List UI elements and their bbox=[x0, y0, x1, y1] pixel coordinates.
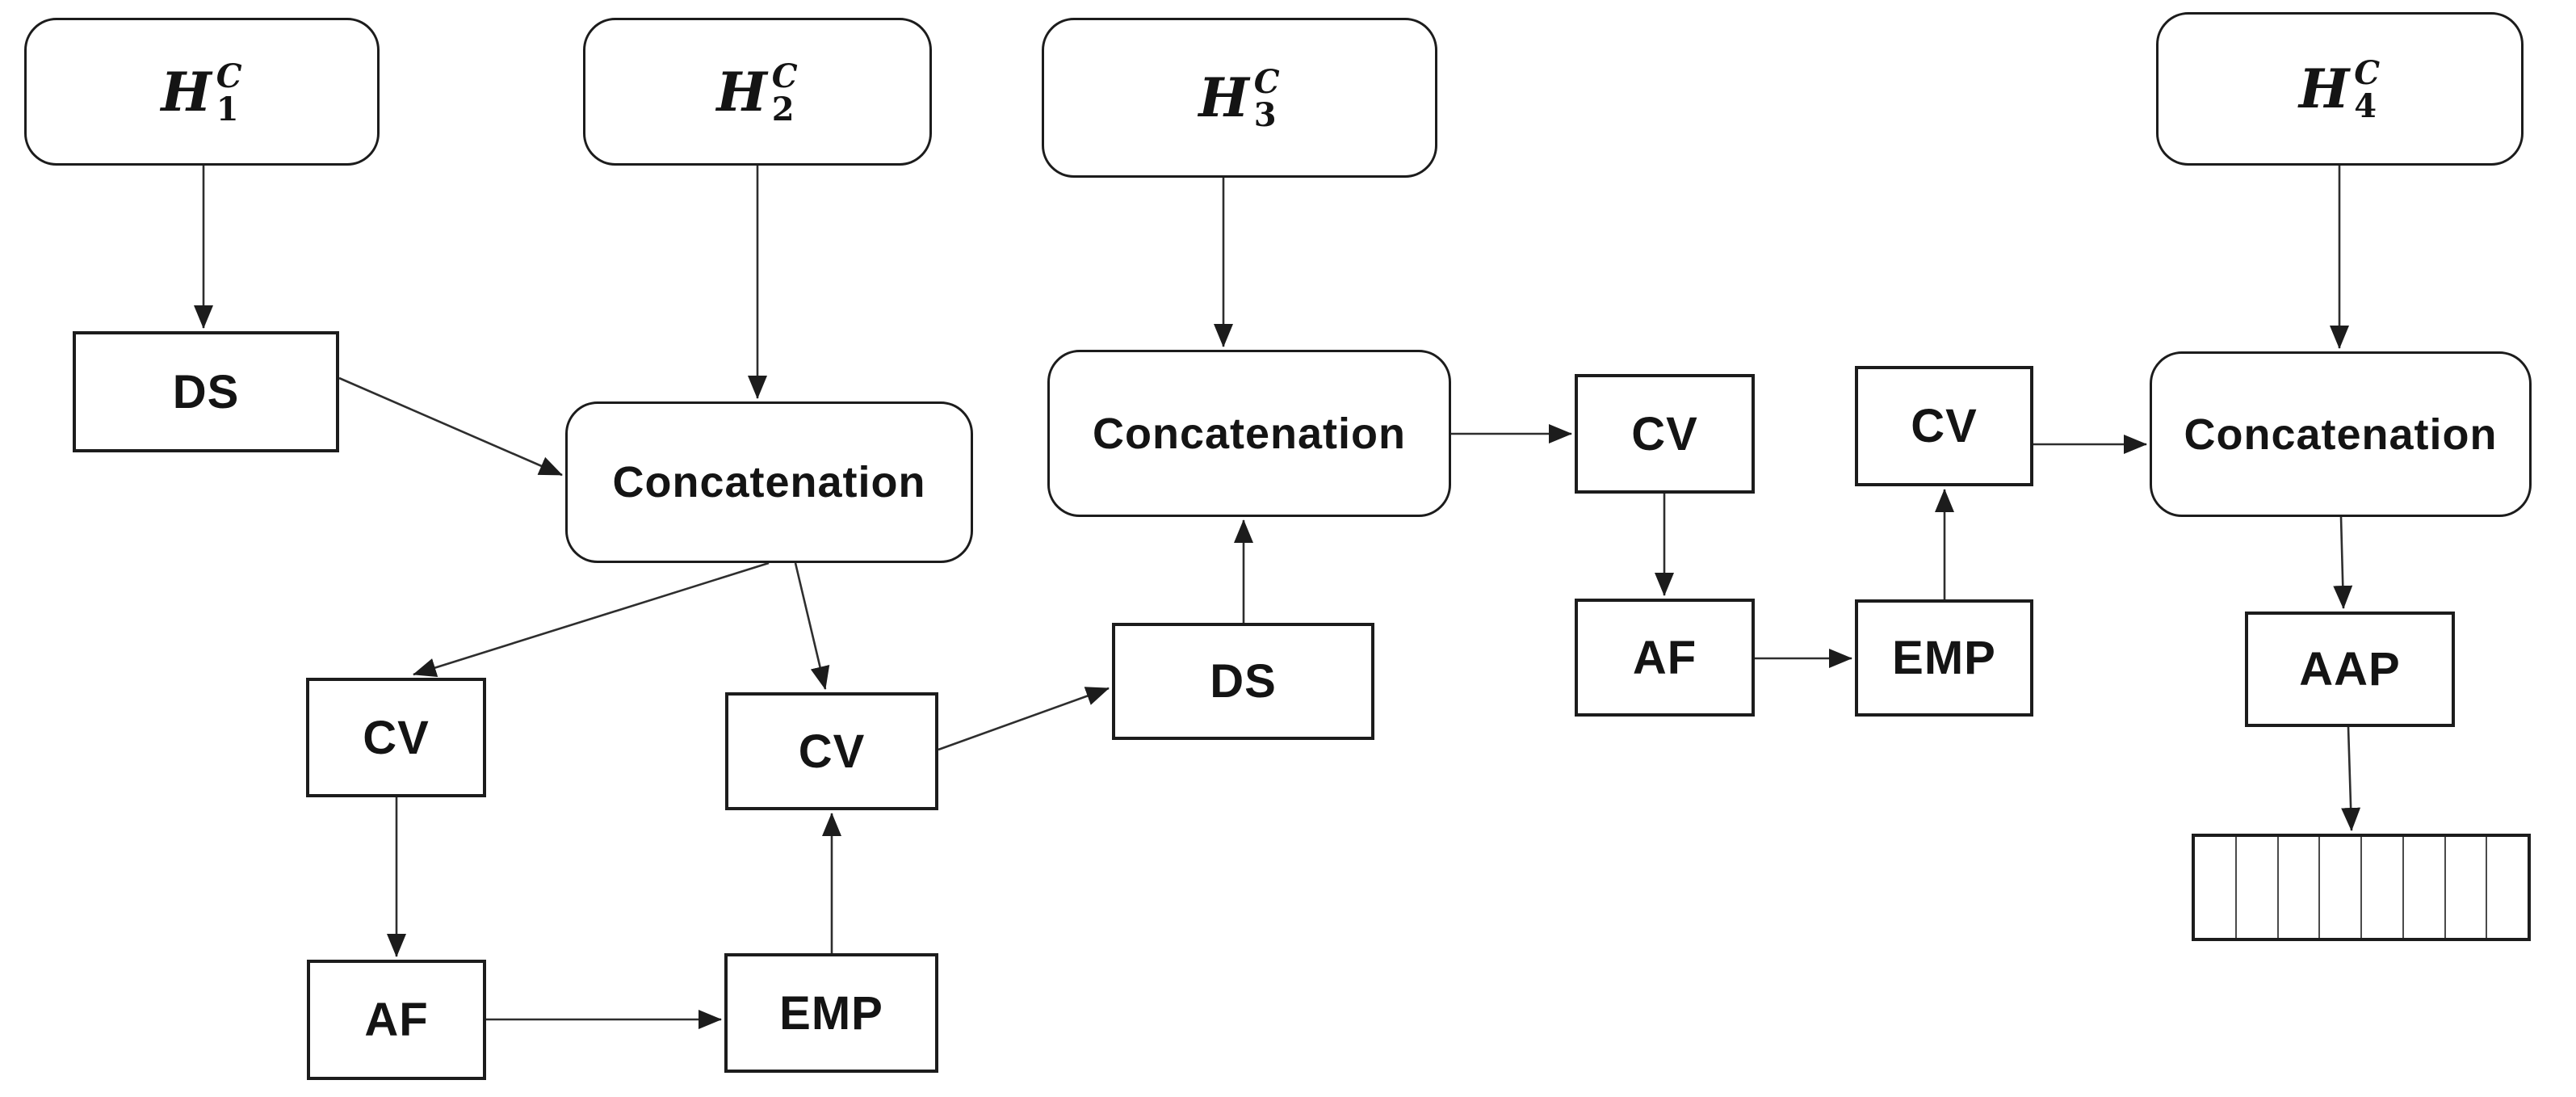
node-cv-mid: CV bbox=[725, 692, 938, 810]
vector-cells bbox=[2195, 837, 2528, 938]
node-label: Concatenation bbox=[612, 458, 926, 506]
arrow-concat4-to-aap bbox=[2333, 516, 2353, 609]
node-af-r: AF bbox=[1575, 599, 1755, 717]
arrow-concat2-to-cv-left bbox=[413, 561, 770, 678]
node-emp-r: EMP bbox=[1855, 599, 2033, 717]
vector-cell bbox=[2404, 837, 2446, 938]
node-label: CV bbox=[1631, 407, 1698, 460]
node-label: CV bbox=[363, 711, 430, 764]
node-cv-b: CV bbox=[1855, 366, 2033, 486]
node-concat4: Concatenation bbox=[2150, 351, 2532, 517]
node-ds2: DS bbox=[1112, 623, 1374, 740]
node-label: AF bbox=[1632, 631, 1697, 684]
node-label: DS bbox=[172, 365, 240, 418]
arrow-cv-mid-to-ds2 bbox=[938, 687, 1110, 751]
arrow-concat2-to-cv-mid bbox=[794, 562, 830, 690]
vector-cell bbox=[2195, 837, 2237, 938]
node-label: Concatenation bbox=[2184, 410, 2498, 459]
node-label: Concatenation bbox=[1092, 409, 1407, 458]
node-cv-left: CV bbox=[306, 678, 486, 797]
node-label: CV bbox=[798, 725, 866, 778]
node-af-left: AF bbox=[307, 960, 486, 1080]
node-concat2: Concatenation bbox=[565, 401, 973, 563]
node-label: AAP bbox=[2299, 643, 2401, 696]
vector-cell bbox=[2362, 837, 2404, 938]
node-label: EMP bbox=[1892, 632, 1996, 684]
node-label: EMP bbox=[779, 986, 883, 1040]
node-label: DS bbox=[1210, 655, 1277, 708]
arrow-ds1-to-concat2 bbox=[338, 376, 563, 477]
node-label: AF bbox=[364, 994, 429, 1046]
node-concat3: Concatenation bbox=[1047, 350, 1451, 517]
arrow-aap-to-vector bbox=[2341, 726, 2361, 831]
node-aap: AAP bbox=[2245, 612, 2455, 727]
vector-cell bbox=[2237, 837, 2279, 938]
node-cv-a: CV bbox=[1575, 374, 1755, 494]
node-vector bbox=[2192, 834, 2531, 941]
vector-cell bbox=[2487, 837, 2528, 938]
node-label: CV bbox=[1911, 400, 1978, 452]
node-ds1: DS bbox=[73, 331, 339, 452]
vector-cell bbox=[2446, 837, 2488, 938]
vector-cell bbox=[2320, 837, 2362, 938]
node-emp-left: EMP bbox=[724, 953, 938, 1073]
vector-cell bbox=[2279, 837, 2321, 938]
